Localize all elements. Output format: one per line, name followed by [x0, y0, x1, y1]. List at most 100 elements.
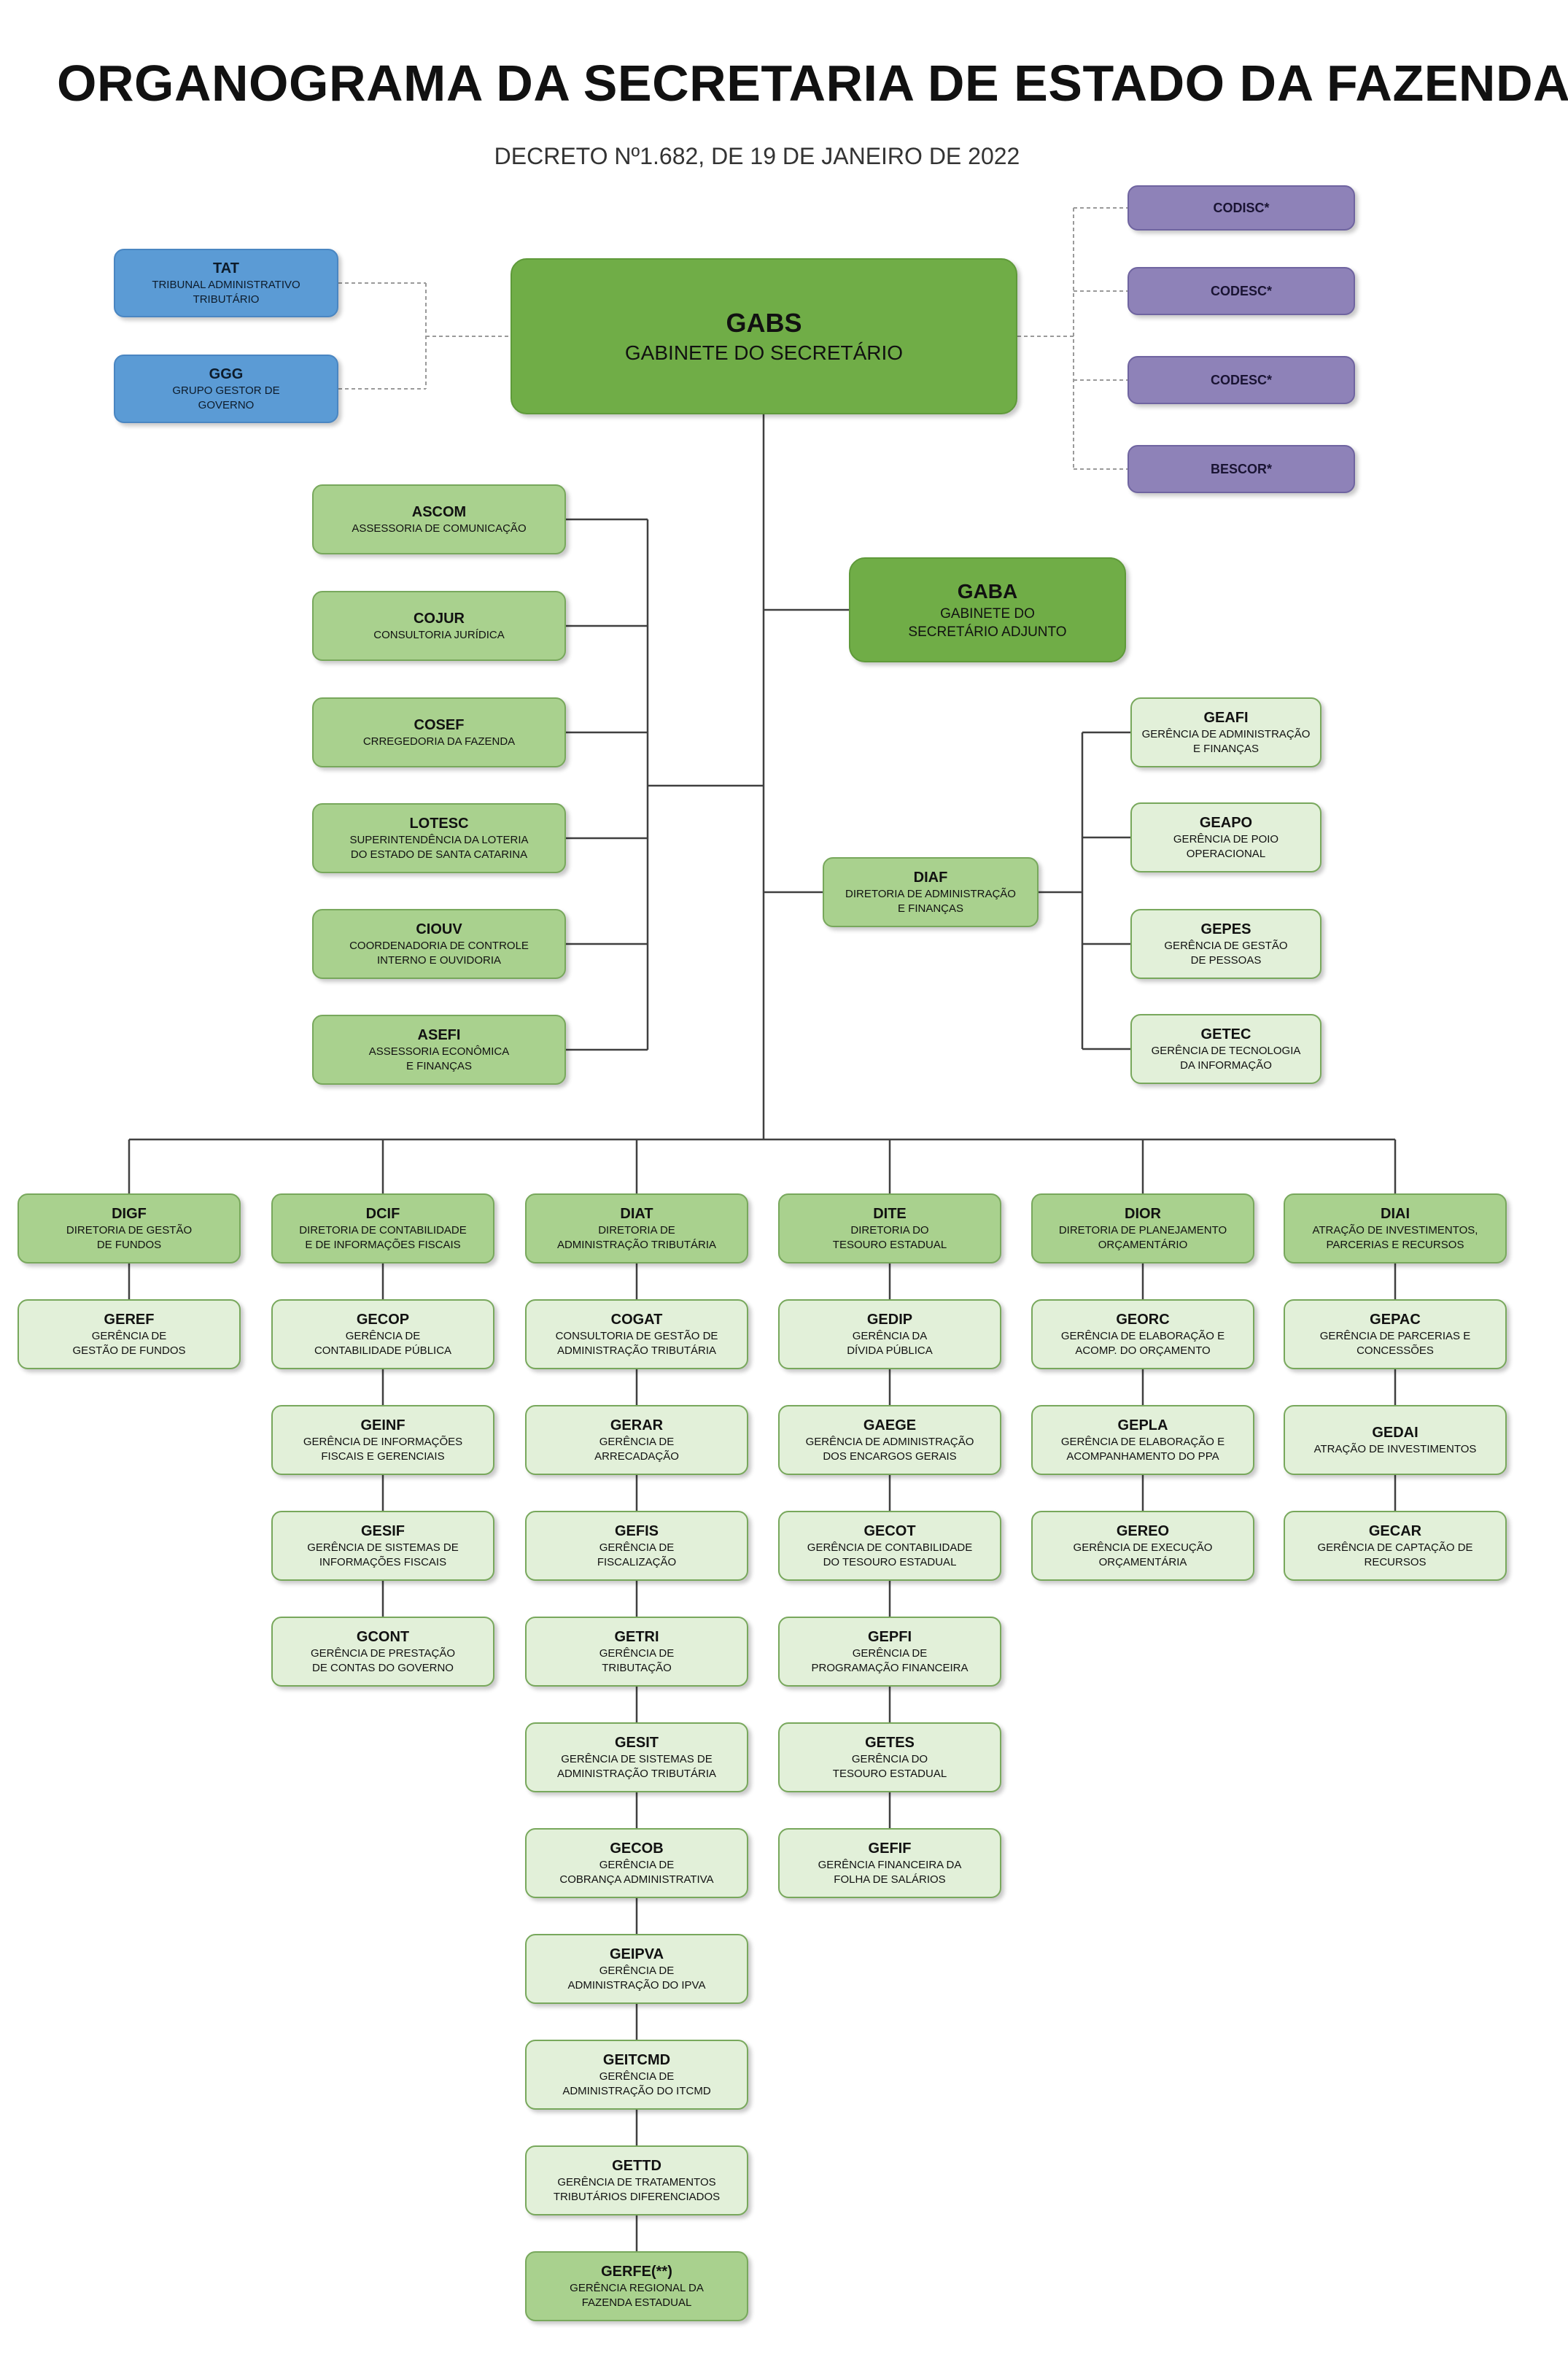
node-name: SUPERINTENDÊNCIA DA LOTERIA DO ESTADO DE… — [349, 834, 529, 861]
node-code: BESCOR* — [1210, 462, 1272, 476]
node-code: GEPFI — [867, 1629, 912, 1645]
node-code: GGG — [209, 366, 244, 382]
node-codesc2: CODESC* — [1128, 356, 1355, 404]
node-tat: TAT TRIBUNAL ADMINISTRATIVO TRIBUTÁRIO — [114, 249, 338, 317]
node-name: GERÊNCIA DE EXECUÇÃO ORÇAMENTÁRIA — [1073, 1541, 1213, 1568]
node-name: GABINETE DO SECRETÁRIO ADJUNTO — [908, 606, 1067, 640]
node-codesc1: CODESC* — [1128, 267, 1355, 315]
node-georc: GEORC GERÊNCIA DE ELABORAÇÃO E ACOMP. DO … — [1031, 1299, 1254, 1369]
node-name: CONSULTORIA DE GESTÃO DE ADMINISTRAÇÃO T… — [555, 1330, 718, 1357]
node-name: GERÊNCIA DE PRESTAÇÃO DE CONTAS DO GOVER… — [310, 1647, 456, 1674]
node-gefif: GEFIF GERÊNCIA FINANCEIRA DA FOLHA DE SAL… — [778, 1828, 1001, 1898]
page-subtitle: DECRETO Nº1.682, DE 19 DE JANEIRO DE 202… — [494, 143, 1020, 169]
node-name: GERÊNCIA DE ADMINISTRAÇÃO DOS ENCARGOS G… — [805, 1436, 974, 1463]
node-name: GERÊNCIA DE TRIBUTAÇÃO — [599, 1647, 675, 1674]
node-name: ATRAÇÃO DE INVESTIMENTOS — [1313, 1443, 1477, 1455]
node-gecop: GECOP GERÊNCIA DE CONTABILIDADE PÚBLICA — [271, 1299, 494, 1369]
node-code: GECOP — [356, 1312, 410, 1328]
node-gecot: GECOT GERÊNCIA DE CONTABILIDADE DO TESOUR… — [778, 1511, 1001, 1581]
node-name: GERÊNCIA DE CONTABILIDADE DO TESOURO EST… — [807, 1541, 973, 1568]
node-code: GEORC — [1116, 1312, 1170, 1328]
node-name: DIRETORIA DE PLANEJAMENTO ORÇAMENTÁRIO — [1058, 1224, 1227, 1251]
node-name: DIRETORIA DE ADMINISTRAÇÃO E FINANÇAS — [845, 888, 1016, 915]
node-code: DIAF — [913, 870, 948, 886]
node-codisc: CODISC* — [1128, 185, 1355, 231]
node-code: DCIF — [365, 1206, 400, 1222]
node-name: DIRETORIA DE ADMINISTRAÇÃO TRIBUTÁRIA — [556, 1224, 717, 1251]
node-name: GERÊNCIA DE PARCERIAS E CONCESSÕES — [1319, 1330, 1471, 1357]
node-name: DIRETORIA DE CONTABILIDADE E DE INFORMAÇ… — [299, 1224, 467, 1251]
node-code: GEFIF — [868, 1841, 912, 1857]
node-code: GESIT — [614, 1735, 659, 1751]
node-name: TRIBUNAL ADMINISTRATIVO TRIBUTÁRIO — [152, 279, 300, 306]
node-name: GERÊNCIA DE INFORMAÇÕES FISCAIS E GERENC… — [303, 1436, 463, 1463]
node-name: CRREGEDORIA DA FAZENDA — [362, 735, 516, 748]
node-diaf: DIAF DIRETORIA DE ADMINISTRAÇÃO E FINANÇA… — [823, 857, 1039, 927]
node-code: GCONT — [356, 1629, 410, 1645]
node-code: GABS — [726, 308, 802, 338]
node-name: ASSESSORIA DE COMUNICAÇÃO — [352, 522, 527, 535]
node-code: GETEC — [1200, 1026, 1251, 1042]
node-name: GERÊNCIA DE CONTABILIDADE PÚBLICA — [314, 1330, 452, 1357]
node-name: GERÊNCIA DE ELABORAÇÃO E ACOMPANHAMENTO … — [1060, 1436, 1225, 1463]
node-code: GECOB — [610, 1841, 664, 1857]
node-code: GAEGE — [863, 1417, 917, 1433]
node-code: GEITCMD — [602, 2052, 671, 2068]
node-name: GERÊNCIA REGIONAL DA FAZENDA ESTADUAL — [570, 2282, 704, 2309]
node-name: GERÊNCIA DE ELABORAÇÃO E ACOMP. DO ORÇAM… — [1060, 1330, 1225, 1357]
node-code: GESIF — [360, 1523, 405, 1539]
node-name: DIRETORIA DE GESTÃO DE FUNDOS — [66, 1224, 193, 1251]
node-code: GECOT — [863, 1523, 916, 1539]
node-name: GERÊNCIA DE SISTEMAS DE INFORMAÇÕES FISC… — [307, 1541, 459, 1568]
node-code: TAT — [213, 260, 239, 276]
node-code: COJUR — [413, 611, 465, 627]
node-code: GEIPVA — [609, 1946, 664, 1962]
node-name: GERÊNCIA DE TRATAMENTOS TRIBUTÁRIOS DIFE… — [553, 2176, 721, 2203]
node-code: GEFIS — [614, 1523, 659, 1539]
node-code: GABA — [957, 580, 1018, 603]
node-name: GERÊNCIA FINANCEIRA DA FOLHA DE SALÁRIOS — [818, 1859, 962, 1886]
node-name: GERÊNCIA DE ADMINISTRAÇÃO E FINANÇAS — [1141, 728, 1311, 755]
node-name: ATRAÇÃO DE INVESTIMENTOS, PARCERIAS E RE… — [1312, 1224, 1478, 1251]
node-name: ASSESSORIA ECONÔMICA E FINANÇAS — [368, 1045, 510, 1072]
node-name: GERÊNCIA DE FISCALIZAÇÃO — [597, 1541, 677, 1568]
node-name: GERÊNCIA DE ARRECADAÇÃO — [594, 1436, 679, 1463]
node-code: LOTESC — [409, 816, 469, 832]
node-code: CODISC* — [1213, 201, 1270, 215]
node-cogat: COGAT CONSULTORIA DE GESTÃO DE ADMINISTRA… — [525, 1299, 748, 1369]
node-code: GEPES — [1200, 921, 1251, 937]
node-name: GERÊNCIA DE ADMINISTRAÇÃO DO ITCMD — [562, 2070, 711, 2097]
node-code: COSEF — [414, 717, 465, 733]
node-code: COGAT — [610, 1312, 663, 1328]
node-gerfe: GERFE(**)GERÊNCIA REGIONAL DA FAZENDA ES… — [525, 2251, 748, 2321]
node-code: GEREF — [104, 1312, 155, 1328]
node-code: DIAT — [620, 1206, 653, 1222]
node-name: GABINETE DO SECRETÁRIO — [624, 341, 904, 364]
node-gaege: GAEGE GERÊNCIA DE ADMINISTRAÇÃO DOS ENCAR… — [778, 1405, 1001, 1475]
node-code: GECAR — [1368, 1523, 1422, 1539]
node-code: GEPAC — [1370, 1312, 1421, 1328]
node-bescor: BESCOR* — [1128, 445, 1355, 493]
node-gcont: GCONT GERÊNCIA DE PRESTAÇÃO DE CONTAS DO … — [271, 1617, 494, 1687]
node-gefis: GEFIS GERÊNCIA DE FISCALIZAÇÃO — [525, 1511, 748, 1581]
node-lotesc: LOTESC SUPERINTENDÊNCIA DA LOTERIA DO EST… — [312, 803, 566, 873]
node-dcif: DCIF DIRETORIA DE CONTABILIDADE E DE INFO… — [271, 1193, 494, 1263]
node-name: CONSULTORIA JURÍDICA — [373, 629, 505, 641]
